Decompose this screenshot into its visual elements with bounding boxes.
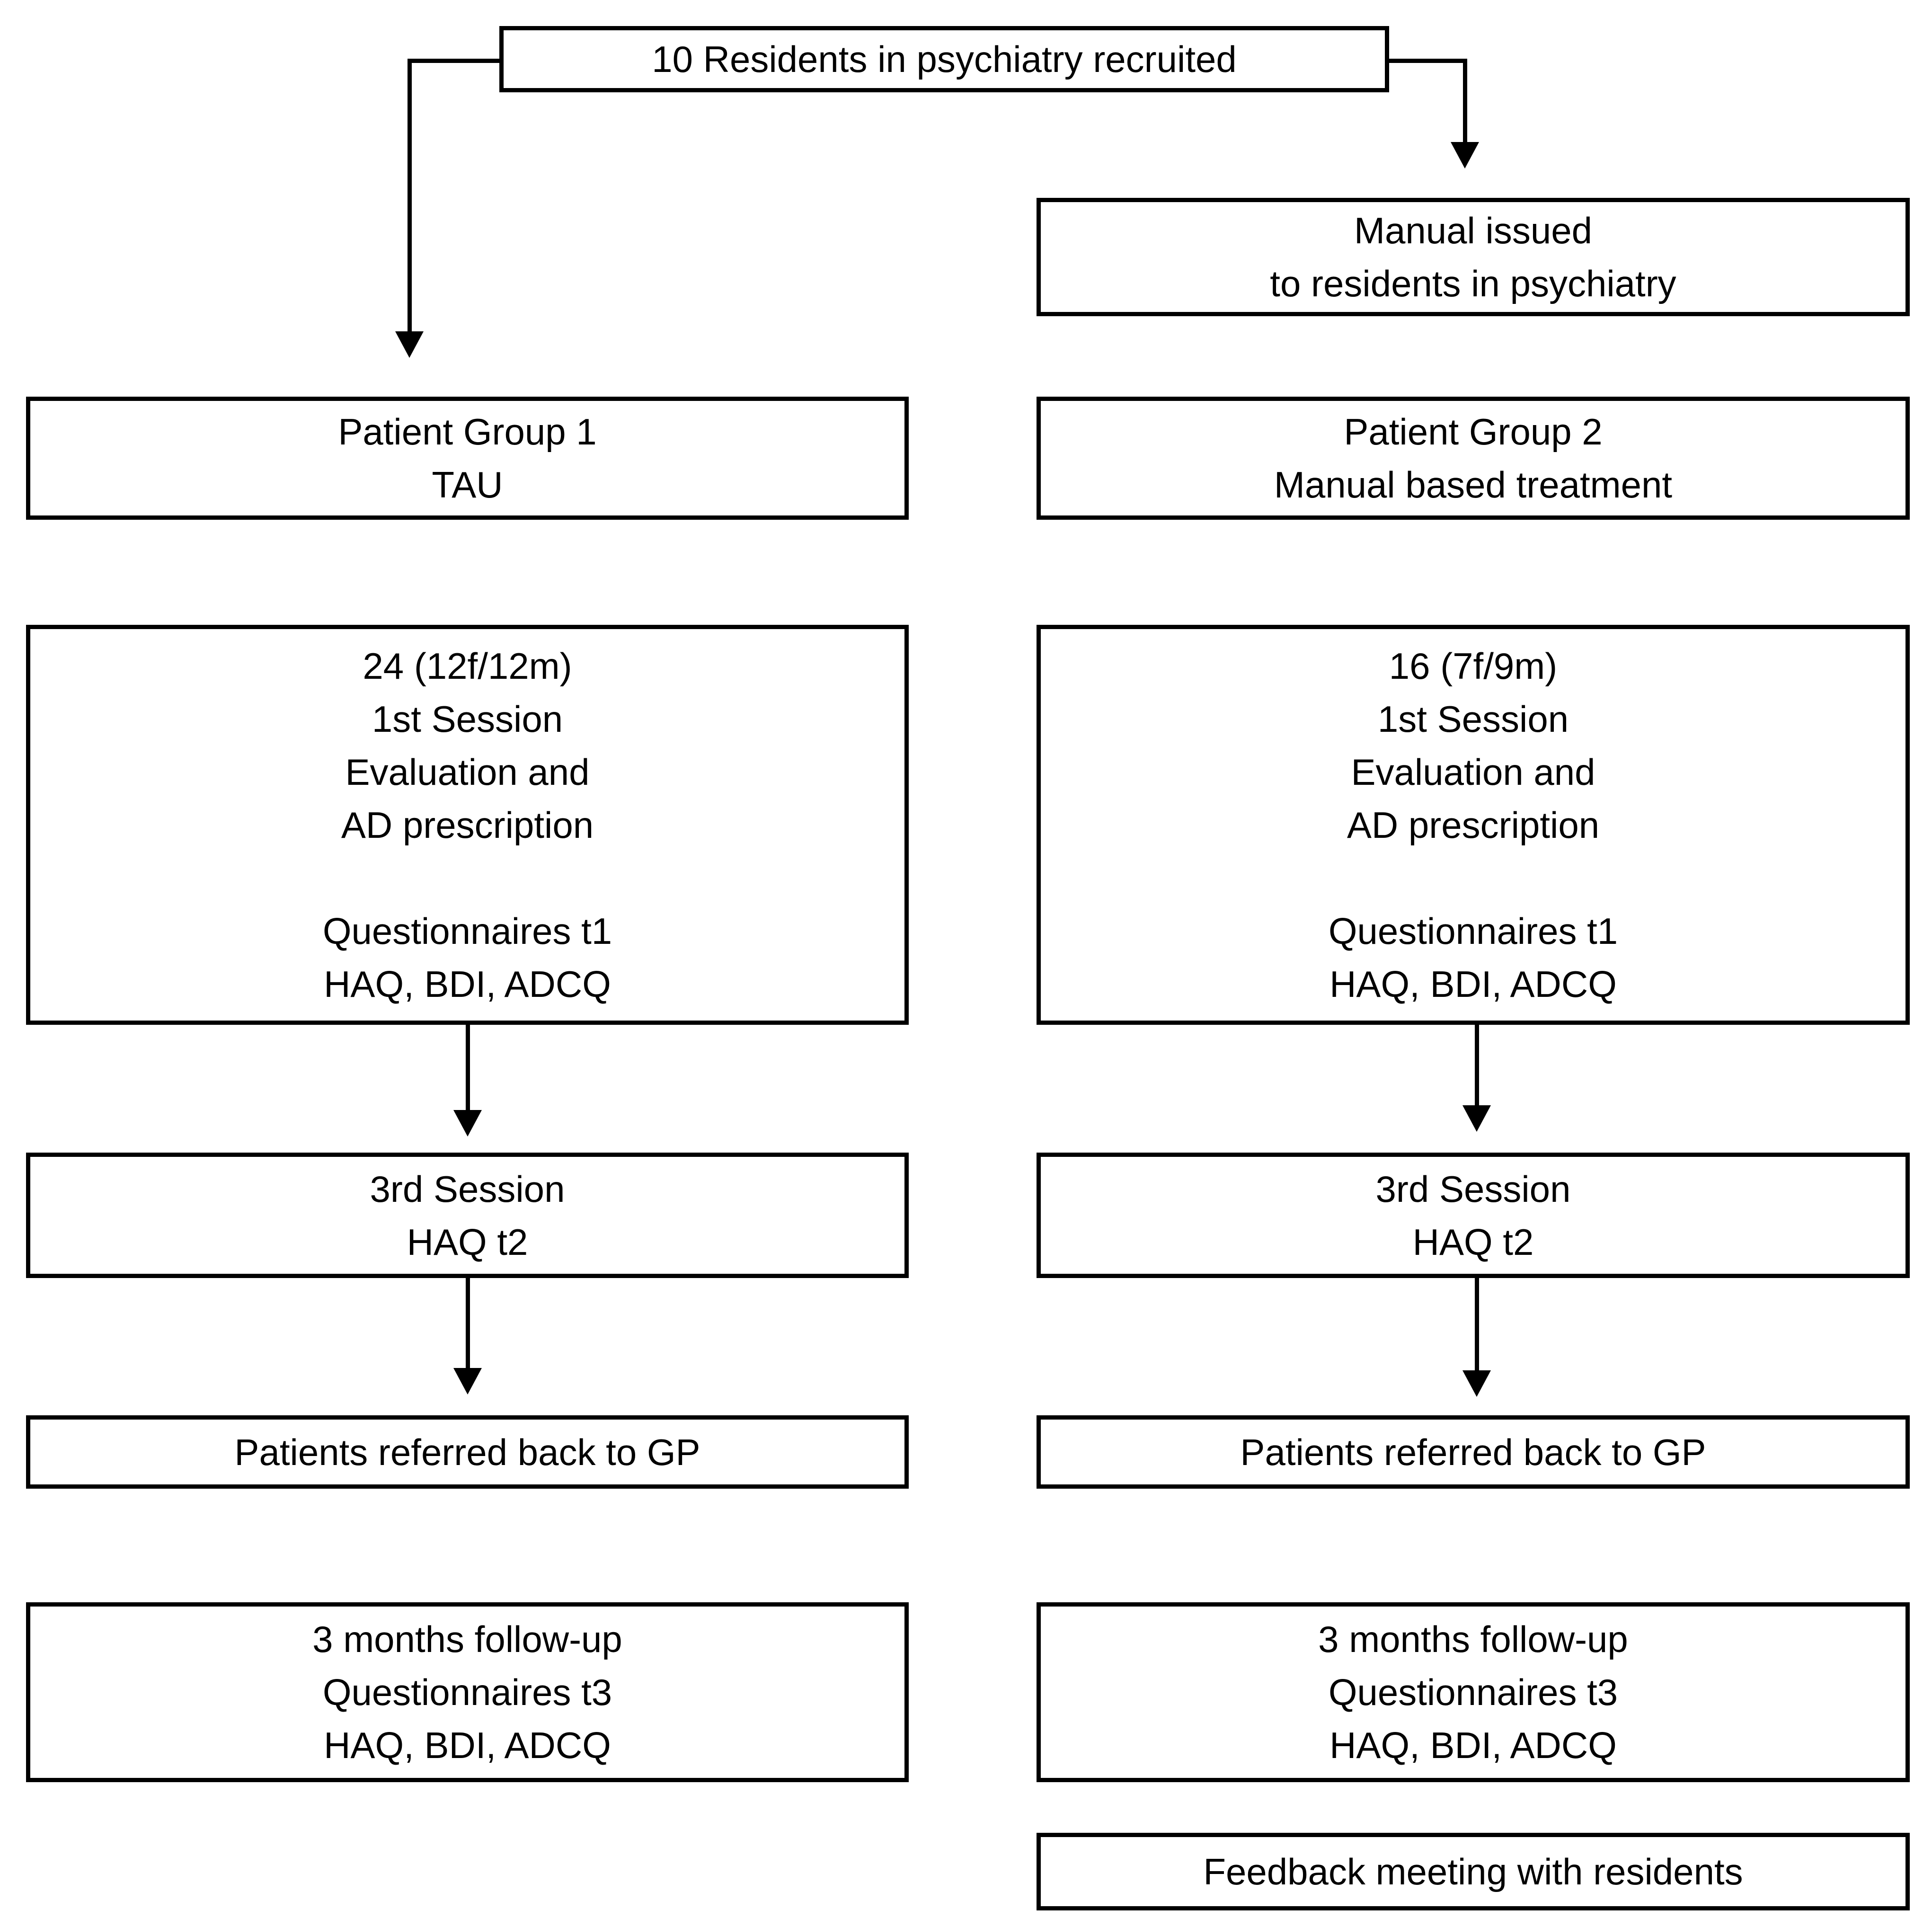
box-third-session-group-2: 3rd Session HAQ t2 (1037, 1153, 1910, 1278)
first-session-2-title: 1st Session (1377, 698, 1569, 740)
manual-issued-line-1: Manual issued (1354, 210, 1592, 251)
patient-group-2-line-1: Patient Group 2 (1344, 411, 1603, 453)
connector-top-right-horizontal (1387, 59, 1465, 63)
box-feedback-meeting: Feedback meeting with residents (1037, 1833, 1910, 1910)
follow-up-1-questionnaires: Questionnaires t3 (322, 1671, 612, 1713)
first-session-2-count: 16 (7f/9m) (1389, 645, 1558, 687)
first-session-2-eval: Evaluation and (1351, 751, 1595, 793)
connector-left-first-to-third (466, 1025, 470, 1110)
arrowhead-to-manual-issued (1451, 142, 1479, 169)
connector-left-third-to-referred (466, 1278, 470, 1368)
patient-group-1-line-2: TAU (432, 464, 503, 506)
box-referred-gp-group-2: Patients referred back to GP (1037, 1415, 1910, 1489)
first-session-1-questionnaires: Questionnaires t1 (322, 910, 612, 952)
first-session-1-title: 1st Session (372, 698, 563, 740)
first-session-2-prescription: AD prescription (1347, 804, 1600, 846)
follow-up-1-instruments: HAQ, BDI, ADCQ (324, 1724, 611, 1766)
first-session-1-count: 24 (12f/12m) (363, 645, 572, 687)
connector-right-third-to-referred (1475, 1278, 1479, 1370)
arrowhead-to-patient-group-1 (395, 331, 424, 358)
follow-up-2-title: 3 months follow-up (1318, 1618, 1628, 1660)
first-session-2-questionnaires: Questionnaires t1 (1328, 910, 1618, 952)
box-referred-gp-group-1: Patients referred back to GP (26, 1415, 909, 1489)
follow-up-2-instruments: HAQ, BDI, ADCQ (1329, 1724, 1617, 1766)
box-follow-up-group-2: 3 months follow-up Questionnaires t3 HAQ… (1037, 1602, 1910, 1782)
residents-recruited-text: 10 Residents in psychiatry recruited (652, 38, 1237, 80)
manual-issued-line-2: to residents in psychiatry (1270, 263, 1676, 304)
arrowhead-right-referred (1462, 1370, 1491, 1397)
feedback-meeting-text: Feedback meeting with residents (1203, 1851, 1743, 1892)
third-session-1-title: 3rd Session (370, 1168, 565, 1210)
box-patient-group-2: Patient Group 2 Manual based treatment (1037, 397, 1910, 520)
box-residents-recruited: 10 Residents in psychiatry recruited (499, 26, 1389, 92)
arrowhead-right-third-session (1462, 1105, 1491, 1132)
first-session-1-instruments: HAQ, BDI, ADCQ (324, 963, 611, 1005)
first-session-2-instruments: HAQ, BDI, ADCQ (1329, 963, 1617, 1005)
follow-up-2-questionnaires: Questionnaires t3 (1328, 1671, 1618, 1713)
box-third-session-group-1: 3rd Session HAQ t2 (26, 1153, 909, 1278)
connector-top-left-horizontal (408, 59, 504, 63)
connector-top-left-vertical (408, 59, 412, 331)
arrowhead-left-third-session (453, 1110, 482, 1137)
referred-gp-2-text: Patients referred back to GP (1240, 1431, 1706, 1473)
first-session-1-eval: Evaluation and (345, 751, 590, 793)
third-session-2-title: 3rd Session (1375, 1168, 1571, 1210)
connector-right-first-to-third (1475, 1025, 1479, 1105)
patient-group-2-line-2: Manual based treatment (1274, 464, 1673, 506)
follow-up-1-title: 3 months follow-up (312, 1618, 622, 1660)
patient-group-1-line-1: Patient Group 1 (338, 411, 597, 453)
box-first-session-group-1: 24 (12f/12m) 1st Session Evaluation and … (26, 625, 909, 1025)
connector-top-right-vertical (1463, 59, 1467, 142)
first-session-1-prescription: AD prescription (341, 804, 594, 846)
box-follow-up-group-1: 3 months follow-up Questionnaires t3 HAQ… (26, 1602, 909, 1782)
box-manual-issued: Manual issued to residents in psychiatry (1037, 198, 1910, 316)
arrowhead-left-referred (453, 1368, 482, 1394)
box-patient-group-1: Patient Group 1 TAU (26, 397, 909, 520)
box-first-session-group-2: 16 (7f/9m) 1st Session Evaluation and AD… (1037, 625, 1910, 1025)
third-session-2-haq: HAQ t2 (1412, 1221, 1534, 1263)
third-session-1-haq: HAQ t2 (407, 1221, 528, 1263)
referred-gp-1-text: Patients referred back to GP (234, 1431, 700, 1473)
